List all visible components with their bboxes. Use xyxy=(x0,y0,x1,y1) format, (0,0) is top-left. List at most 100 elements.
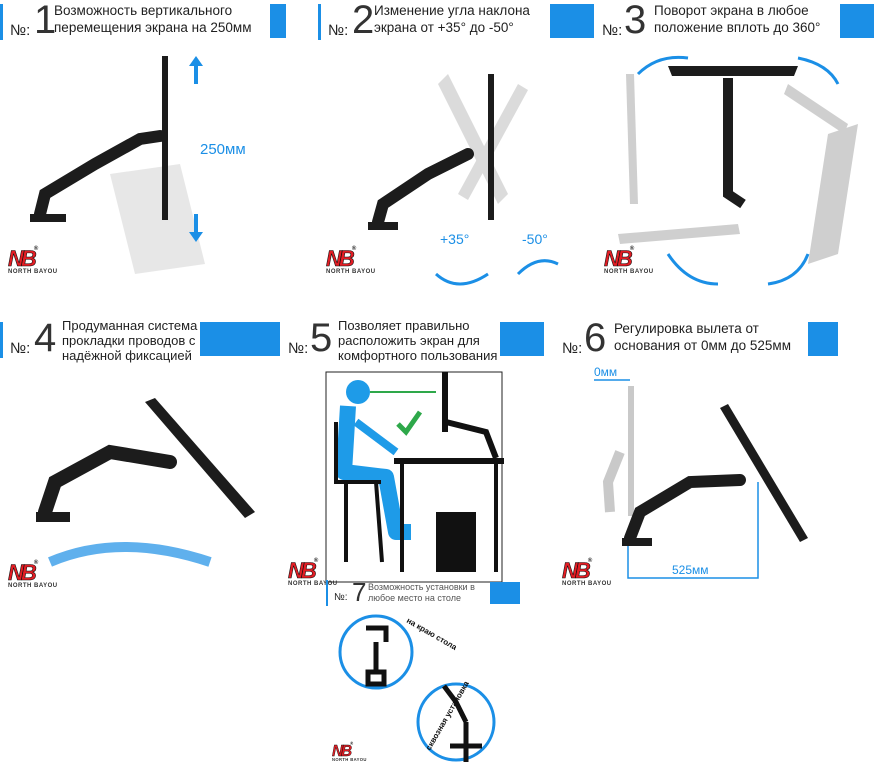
desk-clamp xyxy=(622,538,652,546)
panel-5-illustration xyxy=(325,371,504,583)
panel-1-accent-bar xyxy=(0,4,3,40)
panel-6: №: 6 Регулировка вылета от основания от … xyxy=(560,318,879,598)
measure-min-label: 0мм xyxy=(594,365,617,379)
angle-minus-label: -50° xyxy=(522,231,548,247)
panel-1-prefix: №: xyxy=(10,22,31,39)
cable-swoosh xyxy=(48,542,212,567)
grommet-mount xyxy=(442,684,482,762)
desk-legs xyxy=(400,464,498,572)
brand-logo: NB® NORTH BAYOU xyxy=(326,246,376,275)
monitor-arm xyxy=(723,78,746,209)
panel-3-description: Поворот экрана в любое положение вплоть … xyxy=(654,2,820,36)
rotate-arrow-2 xyxy=(797,56,840,85)
panel-4-description: Продуманная система прокладки проводов с… xyxy=(62,318,197,363)
monitor xyxy=(720,404,808,542)
desk-clamp xyxy=(36,512,70,522)
angle-plus-label: +35° xyxy=(440,231,469,247)
check-mark xyxy=(396,410,423,436)
panel-1-illustration: 250мм xyxy=(30,56,246,274)
panel-1-line-2: перемещения экрана на 250мм xyxy=(54,20,252,35)
panel-3-line-1: Поворот экрана в любое xyxy=(654,3,809,18)
panel-2-number: 2 xyxy=(352,0,375,42)
panel-7-header: №: 7 Возможность установки в любое место… xyxy=(326,578,526,612)
panel-5-line-2: расположить экран для xyxy=(338,333,480,348)
desk-top xyxy=(394,458,504,464)
panel-2-header: №: 2 Изменение угла наклона экрана от +3… xyxy=(318,0,608,44)
panel-3-number: 3 xyxy=(624,0,647,42)
panel-7: №: 7 Возможность установки в любое место… xyxy=(326,578,526,784)
desk-clamp xyxy=(30,214,66,222)
monitor-arm xyxy=(624,474,746,544)
arrow-plus xyxy=(434,272,489,286)
panel-7-number: 7 xyxy=(352,577,367,607)
monitor-arm xyxy=(372,148,474,228)
panel-3-line-2: положение вплоть до 360° xyxy=(654,20,821,35)
panel-5-blue-box xyxy=(500,322,544,356)
monitor-arm xyxy=(38,444,177,519)
arrow-minus xyxy=(516,259,559,276)
person-head xyxy=(346,380,370,404)
panel-4-prefix: №: xyxy=(10,340,31,357)
panel-1: №: 1 Возможность вертикального перемещен… xyxy=(0,0,290,300)
panel-3-blue-box xyxy=(840,4,874,38)
monitor xyxy=(145,398,255,518)
rotate-arrow-4 xyxy=(767,253,810,286)
panel-7-prefix: №: xyxy=(334,592,348,603)
panel-3-header: №: 3 Поворот экрана в любое положение вп… xyxy=(598,0,879,44)
panel-5-line-3: комфортного пользования xyxy=(338,348,498,363)
panel-4-illustration xyxy=(36,398,255,567)
panel-2-prefix: №: xyxy=(328,22,349,39)
desk-clamp xyxy=(368,222,398,230)
panel-1-line-1: Возможность вертикального xyxy=(54,3,233,18)
panel-1-number: 1 xyxy=(34,0,57,42)
panel-7-illustration: на краю стола сквозная установка xyxy=(338,614,496,762)
panel-1-header: №: 1 Возможность вертикального перемещен… xyxy=(0,0,290,44)
rotate-arrow-3 xyxy=(666,253,719,286)
panel-5-header: №: 5 Позволяет правильно расположить экр… xyxy=(286,316,558,363)
measure-max-label: 525мм xyxy=(672,563,709,577)
panel-7-line-2: любое место на столе xyxy=(368,593,461,603)
rotate-arrow-1 xyxy=(636,55,689,76)
brand-logo: NB® NORTH BAYOU xyxy=(288,558,338,587)
panel-6-blue-box xyxy=(808,322,838,356)
ghost-monitor xyxy=(602,386,634,516)
panel-6-number: 6 xyxy=(584,316,607,360)
clamp-mount xyxy=(365,625,389,687)
panel-5: №: 5 Позволяет правильно расположить экр… xyxy=(286,318,558,598)
panel-6-description: Регулировка вылета от основания от 0мм д… xyxy=(614,320,791,354)
monitor-top xyxy=(668,66,798,76)
panel-2-blue-box xyxy=(550,4,594,38)
panel-5-number: 5 xyxy=(310,316,333,360)
panel-7-line-1: Возможность установки в xyxy=(368,582,475,592)
panel-6-prefix: №: xyxy=(562,340,583,357)
panel-4-line-3: надёжной фиксацией xyxy=(62,348,192,363)
ghost-monitors xyxy=(438,74,528,204)
panel-6-illustration: 0мм 525мм xyxy=(594,365,808,579)
brand-logo: NB® NORTH BAYOU xyxy=(604,246,654,275)
grommet-mount-circle xyxy=(416,682,496,762)
panel-2-accent-bar xyxy=(318,4,321,40)
panel-4: №: 4 Продуманная система прокладки прово… xyxy=(0,318,290,598)
monitor-arm xyxy=(445,419,499,460)
reach-guide xyxy=(627,482,759,579)
panel-7-description: Возможность установки в любое место на с… xyxy=(368,582,475,604)
pc-case xyxy=(436,512,476,572)
brand-logo: NB® NORTH BAYOU xyxy=(562,558,612,587)
panel-5-line-1: Позволяет правильно xyxy=(338,318,470,333)
panel-4-line-1: Продуманная система xyxy=(62,318,198,333)
panel-2-line-1: Изменение угла наклона xyxy=(374,3,530,18)
panel-6-line-2: основания от 0мм до 525мм xyxy=(614,338,791,353)
panel-4-line-2: прокладки проводов с xyxy=(62,333,196,348)
panel-7-accent-bar xyxy=(326,580,328,606)
brand-logo: NB® NORTH BAYOU xyxy=(8,560,58,589)
monitor-arm xyxy=(34,130,166,220)
monitor xyxy=(442,372,448,432)
brand-logo: NB® NORTH BAYOU xyxy=(332,742,367,763)
panel-4-header: №: 4 Продуманная система прокладки прово… xyxy=(0,318,290,363)
person-arm xyxy=(353,418,399,456)
panel-7-blue-box xyxy=(490,582,520,604)
panel-2: №: 2 Изменение угла наклона экрана от +3… xyxy=(318,0,608,300)
monitor xyxy=(488,74,494,220)
panel-5-prefix: №: xyxy=(288,340,309,357)
